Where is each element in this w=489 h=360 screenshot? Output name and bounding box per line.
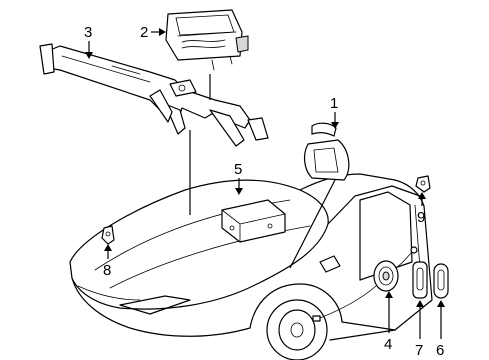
callout-2: 2 <box>140 24 166 41</box>
callout-number: 2 <box>140 24 148 41</box>
leader-line <box>289 179 336 269</box>
callout-number: 1 <box>330 95 338 112</box>
callout-number: 9 <box>417 209 425 226</box>
callout-4: 4 <box>384 291 393 353</box>
vehicle-body <box>69 173 433 360</box>
passenger-airbag-module <box>165 9 249 71</box>
clock-spring <box>312 246 418 322</box>
callout-1: 1 <box>330 95 339 129</box>
clip-9 <box>415 175 431 193</box>
callout-9: 9 <box>417 192 426 226</box>
callout-3: 3 <box>84 24 93 59</box>
callout-number: 6 <box>436 342 444 359</box>
callout-7: 7 <box>415 300 424 359</box>
callout-6: 6 <box>436 300 445 359</box>
driver-airbag-module <box>303 122 350 181</box>
diagnostic-module <box>221 199 286 243</box>
callout-number: 4 <box>384 336 392 353</box>
sensor-6 <box>433 263 449 299</box>
instrument-panel-carrier <box>39 43 269 147</box>
callout-5: 5 <box>234 161 243 195</box>
callout-number: 3 <box>84 24 92 41</box>
callout-number: 8 <box>103 262 111 279</box>
clip-8 <box>101 225 115 245</box>
sensor-7 <box>412 261 428 299</box>
callout-number: 7 <box>415 342 423 359</box>
callout-8: 8 <box>103 244 112 279</box>
callout-number: 5 <box>234 161 242 178</box>
